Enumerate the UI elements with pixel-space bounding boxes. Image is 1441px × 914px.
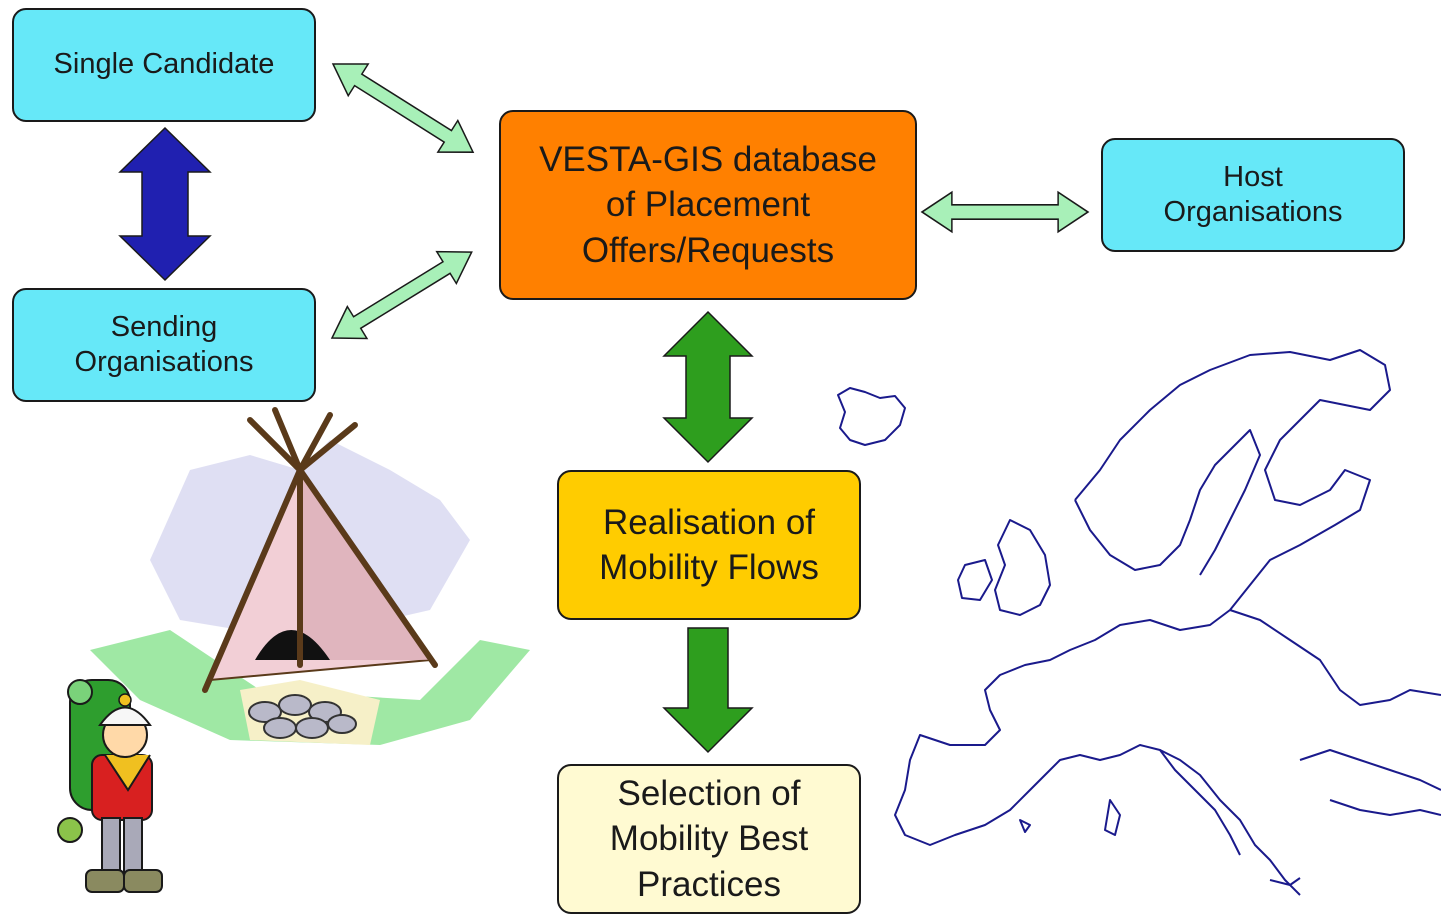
sending-organisations-box: Sending Organisations (12, 288, 316, 402)
vesta-label-line3: Offers/Requests (581, 230, 835, 270)
single-candidate-label: Single Candidate (53, 48, 275, 81)
host-organisations-label-line2: Organisations (1163, 196, 1343, 228)
realisation-label-line2: Mobility Flows (599, 548, 819, 587)
vesta-label-line2: of Placement (605, 185, 811, 225)
realisation-selection-arrow (662, 627, 754, 754)
tepee-clipart (90, 407, 530, 745)
selection-label-line1: Selection of (617, 773, 801, 813)
selection-box: Selection of Mobility Best Practices (557, 764, 861, 914)
host-organisations-label-line1: Host (1223, 160, 1283, 193)
realisation-box: Realisation of Mobility Flows (557, 470, 861, 620)
selection-label-line3: Practices (637, 864, 781, 904)
vesta-database-box: VESTA-GIS database of Placement Offers/R… (499, 110, 917, 300)
selection-label-line2: Mobility Best (609, 819, 809, 859)
sending-organisations-label-line2: Organisations (74, 346, 254, 378)
sending-organisations-label-line1: Sending (110, 310, 218, 343)
realisation-label-line1: Realisation of (602, 502, 816, 542)
vesta-realisation-arrow (662, 310, 754, 464)
single-candidate-box: Single Candidate (12, 8, 316, 122)
candidate-vesta-arrow (322, 47, 484, 169)
vesta-host-arrow (921, 191, 1089, 233)
europe-outline-map (837, 349, 1441, 896)
hiker-clipart (57, 679, 163, 893)
sending-vesta-arrow (321, 235, 483, 355)
host-organisations-box: Host Organisations (1101, 138, 1405, 252)
candidate-sending-arrow (118, 126, 212, 282)
vesta-label-line1: VESTA-GIS database (539, 139, 877, 179)
